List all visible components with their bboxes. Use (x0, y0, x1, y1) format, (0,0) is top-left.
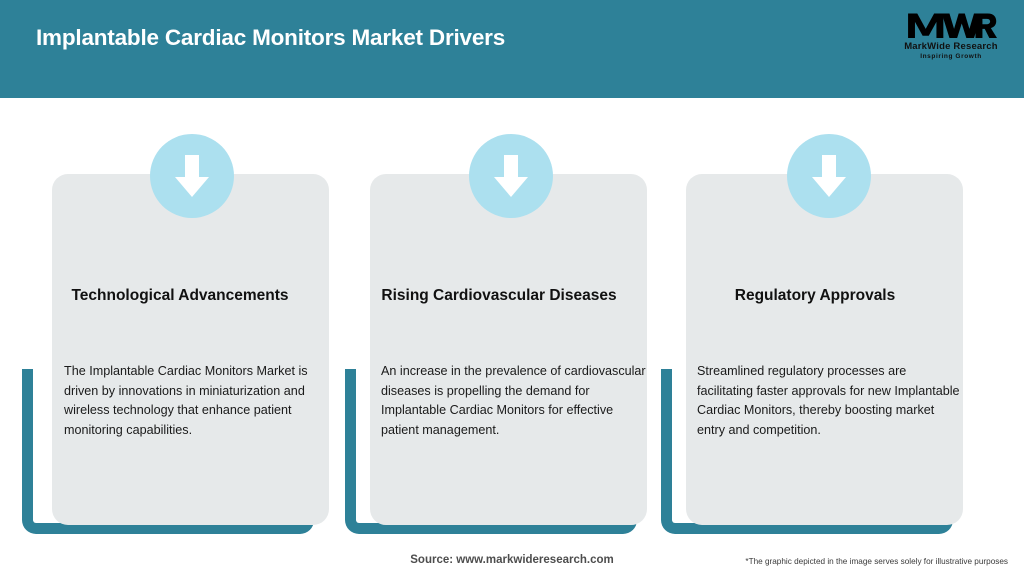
arrow-down-icon (469, 134, 553, 218)
card-body-text: An increase in the prevalence of cardiov… (381, 364, 646, 437)
driver-card: Technological Advancements The Implantab… (22, 134, 329, 534)
disclaimer-note: *The graphic depicted in the image serve… (745, 557, 1008, 566)
drivers-card-group: Technological Advancements The Implantab… (0, 98, 1024, 538)
card-panel (370, 174, 647, 525)
page-header: Implantable Cardiac Monitors Market Driv… (0, 0, 1024, 98)
arrow-down-icon (150, 134, 234, 218)
arrow-down-icon (787, 134, 871, 218)
logo-company-name: MarkWide Research (904, 41, 998, 52)
driver-card: Rising Cardiovascular Diseases An increa… (345, 134, 647, 534)
driver-card: Regulatory Approvals Streamlined regulat… (661, 134, 963, 534)
mwr-logomark-icon (908, 13, 997, 39)
card-title: Technological Advancements (71, 287, 289, 304)
card-body-text: Streamlined regulatory processes are fac… (697, 364, 960, 437)
logo-tagline: Inspiring Growth (920, 53, 982, 60)
brand-logo: MarkWide Research Inspiring Growth (896, 8, 1006, 66)
page-title: Implantable Cardiac Monitors Market Driv… (36, 25, 506, 50)
card-panel (52, 174, 329, 525)
card-title: Rising Cardiovascular Diseases (381, 287, 617, 304)
card-panel (686, 174, 963, 525)
source-attribution: Source: www.markwideresearch.com (410, 554, 614, 566)
card-body-text: The Implantable Cardiac Monitors Market … (64, 364, 308, 437)
card-title: Regulatory Approvals (734, 287, 896, 304)
